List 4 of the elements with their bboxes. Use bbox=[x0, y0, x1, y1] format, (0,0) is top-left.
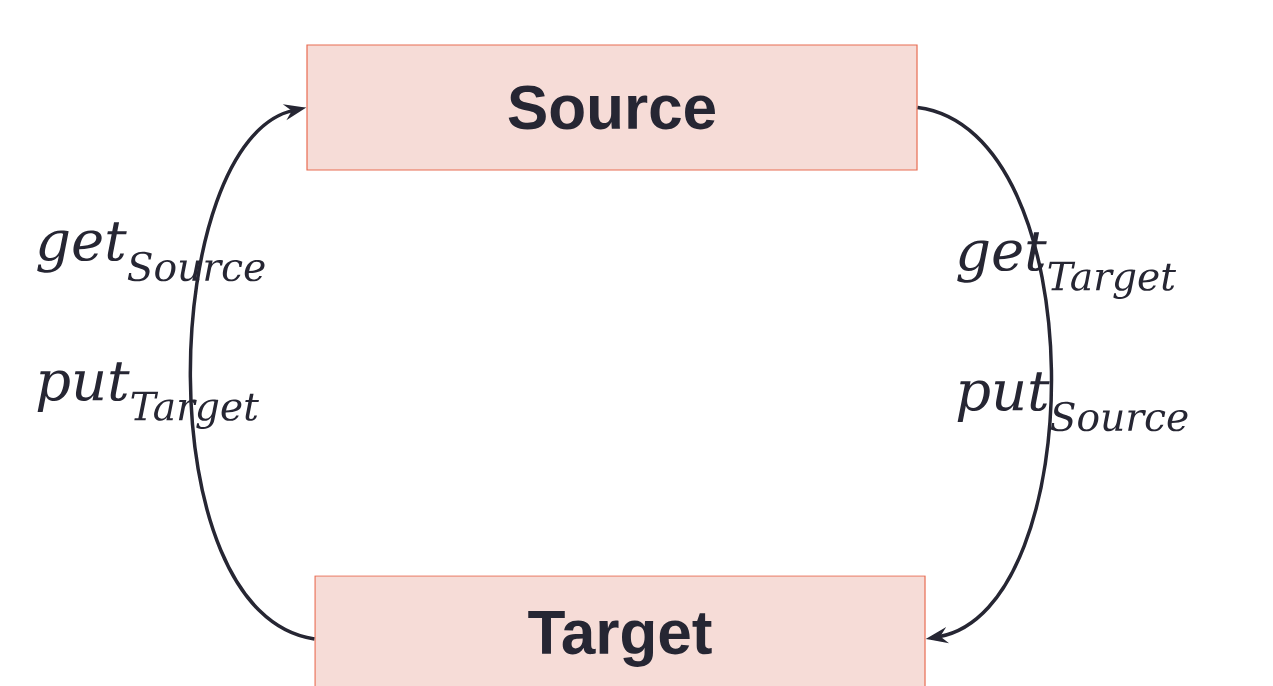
process-box: Source bbox=[306, 44, 918, 171]
arrow bbox=[917, 105, 1054, 644]
process-box: Target bbox=[314, 575, 926, 686]
arrow bbox=[188, 104, 316, 641]
